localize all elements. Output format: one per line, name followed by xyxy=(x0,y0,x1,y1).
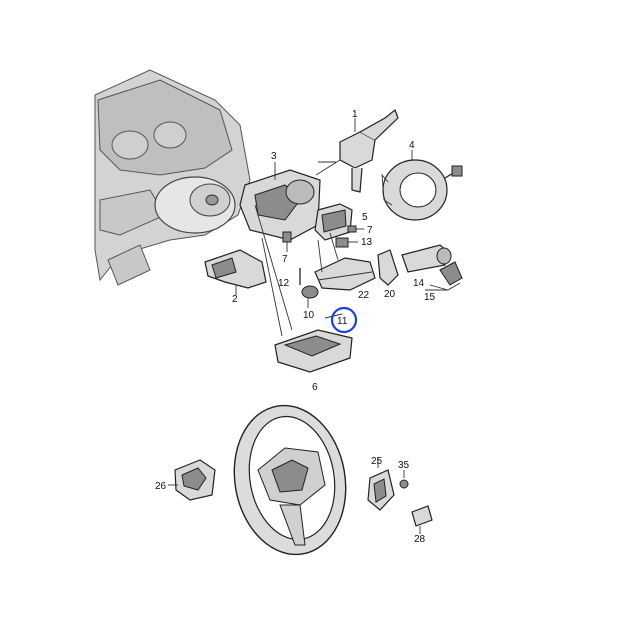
callout-25: 25 xyxy=(371,456,383,467)
part-4-clock-spring xyxy=(381,150,463,221)
part-7-screws xyxy=(282,225,364,252)
callout-22: 22 xyxy=(358,290,370,301)
part-12-10-fittings xyxy=(299,268,319,308)
part-6-cover xyxy=(274,329,353,373)
part-1-stalk xyxy=(339,109,399,193)
callout-4: 4 xyxy=(409,140,415,151)
callout-1: 1 xyxy=(352,109,358,120)
part-26-switch xyxy=(168,459,216,501)
callout-26: 26 xyxy=(155,481,167,492)
callout-15: 15 xyxy=(424,292,436,303)
callout-7b: 7 xyxy=(367,225,373,236)
callout-13: 13 xyxy=(361,237,373,248)
part-5-control-unit xyxy=(314,203,353,241)
callout-7a: 7 xyxy=(282,254,288,265)
part-22-bracket xyxy=(314,257,376,291)
dashboard xyxy=(94,69,251,286)
callout-5: 5 xyxy=(362,212,368,223)
callout-20: 20 xyxy=(384,289,396,300)
part-3-switch-housing xyxy=(239,162,321,241)
callout-12: 12 xyxy=(278,278,290,289)
steering-wheel xyxy=(233,404,347,556)
callout-6: 6 xyxy=(312,382,318,393)
part-25-35-buttons xyxy=(367,458,409,511)
leader-lines xyxy=(254,159,448,337)
callout-11: 11 xyxy=(337,316,348,327)
highlight-ring xyxy=(330,306,358,334)
callout-2: 2 xyxy=(232,294,238,305)
callout-35: 35 xyxy=(398,460,410,471)
callout-14: 14 xyxy=(413,278,425,289)
callout-10: 10 xyxy=(303,310,315,321)
part-20-bracket xyxy=(377,249,399,286)
callout-labels: 1 2 3 4 5 6 7 7 10 11 12 13 14 15 20 22 … xyxy=(155,109,436,545)
part-2-bracket xyxy=(204,249,267,295)
part-14-15-lock xyxy=(401,244,463,291)
callout-3: 3 xyxy=(271,151,277,162)
callout-28: 28 xyxy=(414,534,426,545)
part-28-trim xyxy=(411,505,433,534)
part-13-clip xyxy=(335,237,358,248)
